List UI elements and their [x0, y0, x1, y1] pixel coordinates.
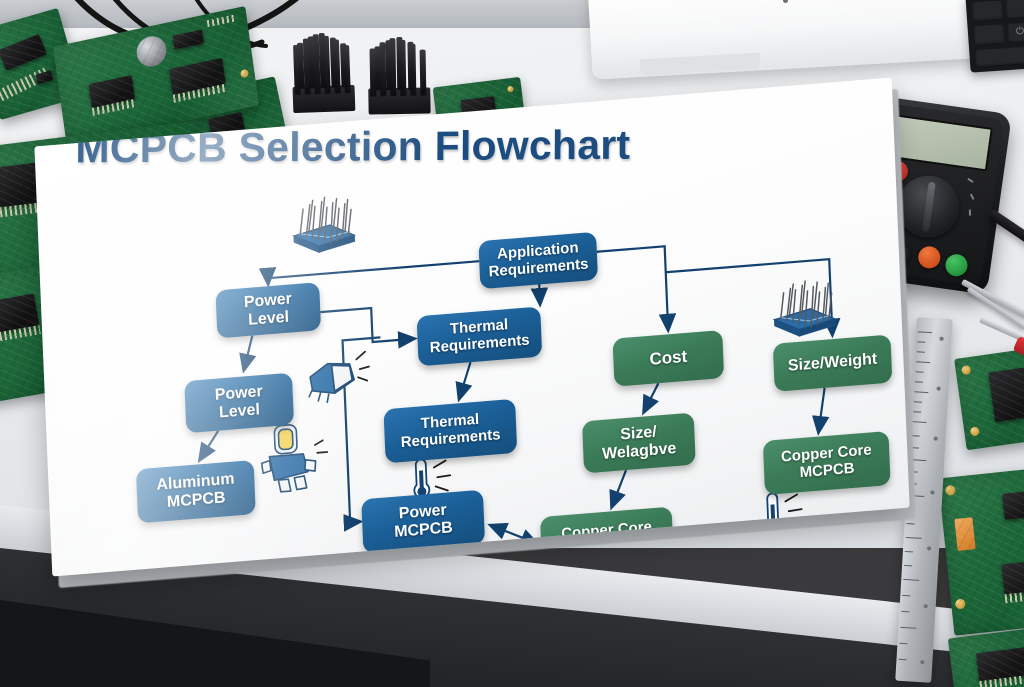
flow-node-label: Size/Weight [787, 350, 878, 375]
poster-sheet: MCPCB Selection Flowchart [34, 77, 910, 577]
dial-pointer [921, 181, 936, 232]
transistor-icon [308, 350, 371, 403]
riser-indicator-dot [783, 0, 788, 3]
flow-node-size-weight-right: Size/Weight [772, 334, 893, 392]
keyboard-key[interactable] [975, 45, 1024, 69]
flow-node-label: Cost [649, 347, 688, 370]
mcpcb-flowchart-poster: MCPCB Selection Flowchart [34, 77, 917, 588]
heatsink-icon [292, 196, 357, 254]
power-key-icon: ⏻ [1015, 25, 1024, 38]
flow-node-cost: Cost [612, 329, 725, 387]
pcb-board [938, 466, 1024, 636]
keyboard-key[interactable] [971, 0, 1004, 23]
heatsink-photo [367, 35, 431, 115]
flow-node-label: Size/Welagbve [601, 423, 677, 463]
pcb-board [954, 345, 1024, 451]
mode-button-orange[interactable] [916, 244, 942, 270]
select-button-green[interactable] [944, 252, 969, 278]
heatsink-icon [772, 280, 837, 337]
black-keyboard[interactable]: ⏻ [965, 0, 1024, 73]
keyboard-key[interactable] [1005, 0, 1024, 21]
heatsink-photo [291, 31, 356, 114]
led-emitter-icon [260, 424, 329, 493]
flow-node-size-weight-garbled: Size/Welagbve [581, 412, 696, 474]
keyboard-key[interactable] [973, 24, 1005, 47]
